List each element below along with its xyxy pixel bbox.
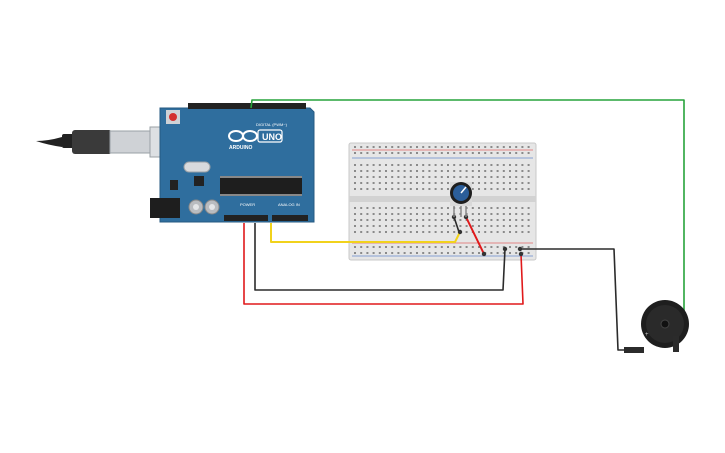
atmega-chip xyxy=(220,178,302,194)
black-wire-board[interactable] xyxy=(254,223,506,291)
board-model-label: UNO xyxy=(262,132,282,142)
reset-button[interactable] xyxy=(169,113,177,121)
red-wire-board[interactable] xyxy=(243,223,524,305)
arduino-logo-icon xyxy=(228,129,283,143)
power-header[interactable] xyxy=(224,215,268,221)
analog-header[interactable] xyxy=(272,215,308,221)
yellow-wire[interactable] xyxy=(270,223,461,243)
black-wire-pot[interactable] xyxy=(453,216,460,233)
red-wire-pot[interactable] xyxy=(465,216,485,255)
piezo-buzzer-icon[interactable]: + xyxy=(624,300,689,353)
analog-header-label: ANALOG IN xyxy=(278,202,300,207)
arduino-uno-board[interactable]: UNO ARDUINO DIGITAL (PWM~) POWER ANALOG … xyxy=(150,103,315,223)
power-jack[interactable] xyxy=(150,198,180,218)
svg-text:+: + xyxy=(645,332,649,338)
digital-header-label: DIGITAL (PWM~) xyxy=(256,122,288,127)
potentiometer-icon[interactable] xyxy=(450,182,472,217)
power-header-label: POWER xyxy=(240,202,255,207)
board-brand-label: ARDUINO xyxy=(229,145,252,151)
black-wire-buzzer[interactable] xyxy=(520,248,632,351)
digital-header[interactable] xyxy=(188,103,306,109)
